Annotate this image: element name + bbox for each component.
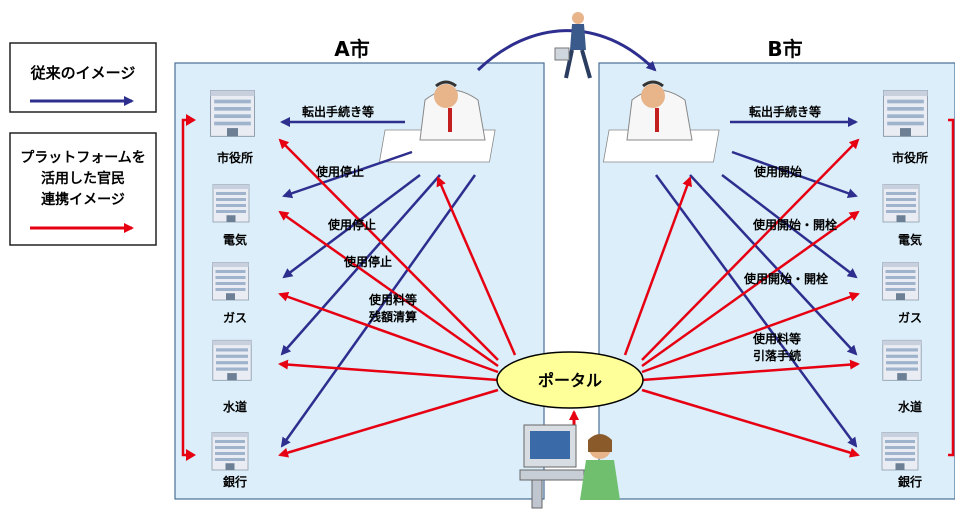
city-b-facility-label-electric: 電気 [898,232,922,247]
portal-red-arrow-a-city-hall [278,138,499,361]
city-a-facility-label-electric: 電気 [223,232,247,247]
portal-red-arrow-b-bank [641,388,860,458]
portal-red-arrow-b-gas [641,292,860,374]
city-a-city-hall-icon [210,90,255,137]
city-b-facility-label-gas: ガス [898,310,922,325]
city-b-transfer-line-1: 使用料等 [752,331,801,346]
city-a-blue-arrow-electric [282,150,413,199]
portal-red-arrow-a-gas [278,291,499,374]
city-b-blue-arrow-gas [721,174,858,279]
city-b-blue-arrow-electric [731,150,858,199]
city-a-arrow-label-stop-1: 使用停止 [315,164,364,179]
portal-red-arrow-b-person [623,176,692,356]
city-a-settlement-line-1: 使用料等 [368,292,417,307]
portal-red-arrow-a-bank [278,388,499,458]
legend: 従来のイメージ プラットフォームを 活用した官民 連携イメージ [9,42,157,246]
portal-red-arrow-a-electric [278,210,499,368]
portal-red-arrow-b-electric [641,210,860,368]
legend-platform-line-1: プラットフォームを [20,150,146,166]
city-b-city-hall-icon [883,90,928,137]
portal-red-arrow-a-person [436,176,517,356]
city-a-blue-arrow-water [280,174,441,356]
city-a-title: A市 [334,37,369,61]
city-a-blue-arrow-gas [282,174,421,279]
city-a-facility-label-gas: ガス [223,310,247,325]
computer-user-icon [519,424,620,509]
city-a-bank-icon [211,431,249,471]
walking-person-icon [554,12,592,79]
city-a-facility-label-water: 水道 [223,399,247,414]
city-b-electric-company-icon [882,183,920,223]
city-a-blue-arrow-bank [280,174,477,448]
city-b-facility-label-bank: 銀行 [897,474,922,489]
portal-red-arrow-b-water [641,359,860,382]
legend-conventional-label: 従来のイメージ [30,64,136,82]
legend-platform-line-3: 連携イメージ [41,191,125,208]
portal-ellipse[interactable] [496,351,644,409]
city-b-blue-arrow-bank [654,174,858,448]
city-b-gas-company-icon [881,261,920,301]
city-a-red-bracket-head-top [186,114,196,126]
city-b-blue-arrow-water [689,174,858,356]
portal-label: ポータル [538,371,602,390]
city-b-transfer-line-2: 引落手続 [753,348,801,363]
legend-platform-line-2: 活用した官民 [41,170,125,187]
city-b-facility-label-water: 水道 [898,399,922,414]
city-a-settlement-line-2: 残額清算 [369,309,417,324]
city-a-arrow-label-stop-2: 使用停止 [327,217,376,232]
city-b-arrow-label-start-open-2: 使用開始・開栓 [743,271,828,286]
city-a-facility-label-city-hall: 市役所 [217,150,253,165]
city-b-red-bracket [948,118,955,457]
city-a-red-bracket-head-bottom [186,449,196,461]
relocation-arrow [476,29,657,72]
portal-red-arrow-b-city-hall [641,138,860,361]
city-a-arrow-label-stop-3: 使用停止 [343,254,392,269]
city-b-facility-label-city-hall: 市役所 [892,150,928,165]
city-b-title: B市 [767,37,802,61]
city-a-gas-company-icon [211,261,250,301]
city-b-arrow-label-transfer: 転出手続き等 [749,104,821,119]
city-b-water-utility-icon [882,339,922,381]
city-b-arrow-label-start: 使用開始 [753,164,802,179]
portal-red-arrow-a-water [278,359,499,382]
city-a-arrow-label-transfer: 転出手続き等 [302,104,374,119]
city-a-facility-label-bank: 銀行 [222,474,247,489]
city-a-water-utility-icon [212,339,252,381]
city-b-arrow-label-start-open-1: 使用開始・開栓 [752,217,837,232]
city-a-electric-company-icon [212,183,250,223]
city-b-bank-icon [881,431,919,471]
person-b-icon [602,80,720,163]
